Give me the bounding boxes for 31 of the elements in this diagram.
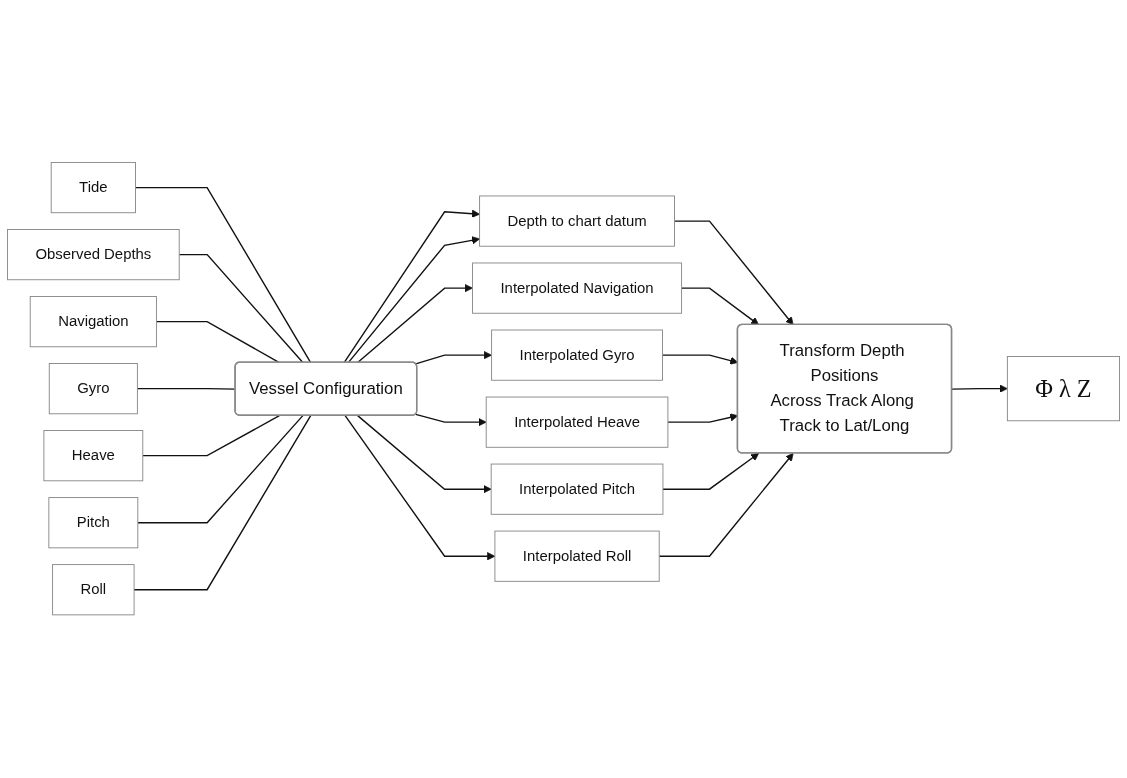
arrow — [356, 284, 473, 364]
arrow — [356, 415, 492, 494]
arrow — [415, 414, 487, 427]
node-box: Observed Depths — [7, 229, 180, 281]
arrow — [415, 351, 492, 365]
node-box: Φ λ Z — [1006, 356, 1120, 422]
node-box: Tide — [50, 162, 136, 214]
arrow — [344, 415, 496, 561]
arrow — [662, 453, 760, 491]
node-box: Interpolated Pitch — [490, 463, 664, 516]
connector — [137, 415, 304, 524]
arrow — [347, 236, 480, 364]
node-box: Interpolated Roll — [494, 530, 660, 583]
node-box: Interpolated Gyro — [491, 329, 663, 382]
node-box: Pitch — [48, 497, 139, 549]
arrow — [658, 453, 794, 558]
arrow — [673, 220, 794, 326]
arrow — [680, 287, 760, 326]
node-box: Heave — [43, 430, 144, 482]
node-box: Roll — [52, 564, 135, 616]
connector — [178, 254, 304, 364]
arrow — [343, 210, 480, 364]
node-box: Gyro — [48, 363, 138, 415]
node-box: Interpolated Heave — [485, 396, 669, 449]
connector — [133, 415, 312, 591]
arrow — [951, 384, 1008, 394]
connector — [134, 187, 312, 364]
node-box: Depth to chart datum — [479, 195, 675, 248]
node-box: Navigation — [29, 296, 157, 348]
node-box: Interpolated Navigation — [472, 262, 683, 315]
connector — [142, 415, 281, 457]
